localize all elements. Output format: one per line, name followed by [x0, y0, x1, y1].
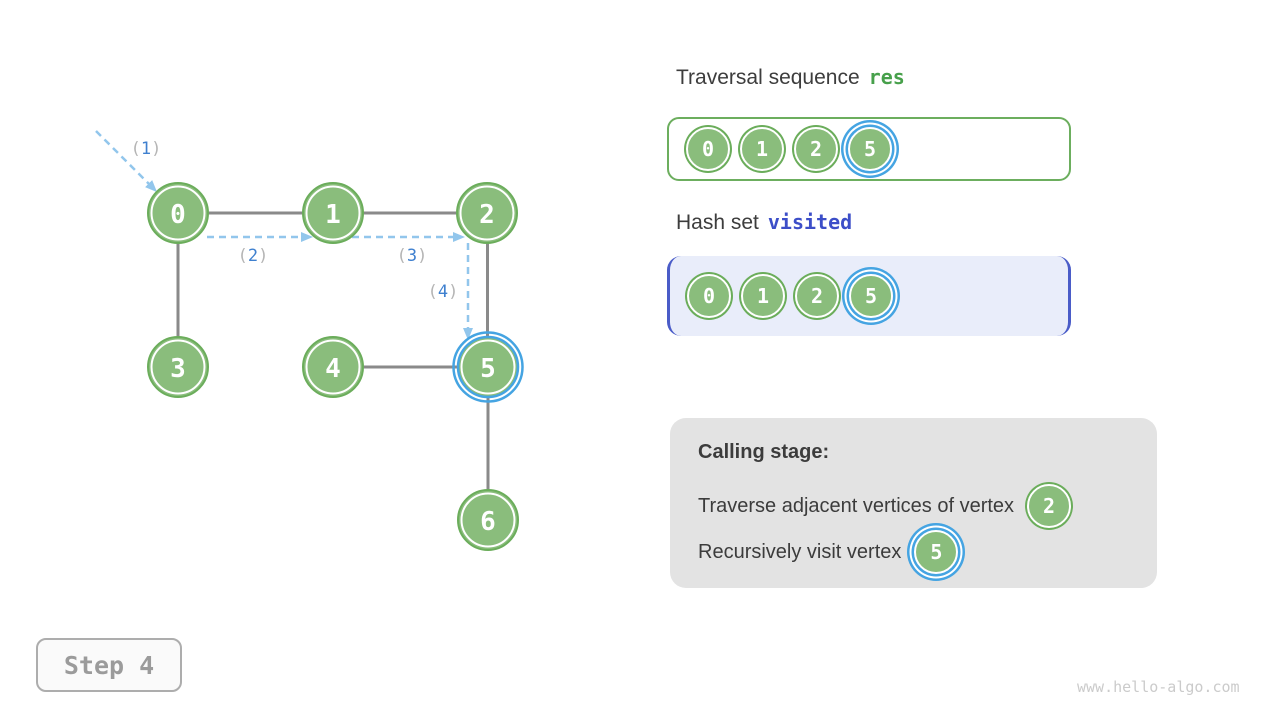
arrow-label-3: (3)	[397, 246, 428, 266]
sequence-node-0: 0	[686, 127, 730, 171]
traversal-sequence-box: 0 1 2 5	[667, 117, 1071, 181]
step-badge-label: Step 4	[63, 650, 155, 680]
graph: (1) (2) (3) (4) 0 1 2	[95, 130, 524, 551]
sequence-node-0-label: 0	[701, 137, 715, 161]
visited-code-label: visited	[767, 210, 853, 234]
calling-stage-line-1: Traverse adjacent vertices of vertex 2	[698, 483, 1129, 529]
calling-stage-heading: Calling stage:	[698, 441, 830, 463]
hash-set-title-text: Hash set	[676, 211, 759, 234]
visited-node-1: 1	[741, 274, 785, 318]
graph-node-5-label: 5	[480, 354, 496, 384]
traversal-sequence-title: Traversal sequence res	[676, 65, 905, 90]
graph-node-1-label: 1	[325, 200, 341, 230]
calling-stage-line-2: Recursively visit vertex 5	[698, 529, 1129, 575]
calling-stage-vertex-2-label: 2	[1043, 494, 1056, 518]
traversal-arrows	[95, 130, 473, 340]
res-code-label: res	[868, 65, 905, 89]
graph-node-1: 1	[302, 182, 364, 244]
visited-set-box: 0 1 2 5	[667, 256, 1071, 336]
calling-stage-line-2-text: Recursively visit vertex	[698, 540, 902, 563]
graph-node-2-label: 2	[479, 200, 495, 230]
graph-node-0-label: 0	[170, 200, 186, 230]
graph-node-3-label: 3	[170, 354, 186, 384]
traversal-sequence-title-text: Traversal sequence	[676, 66, 860, 89]
watermark: www.hello-algo.com	[1077, 678, 1240, 696]
sequence-node-5-label: 5	[863, 137, 877, 161]
arrow-step-labels: (1) (2) (3) (4)	[131, 139, 459, 302]
visited-node-5-label: 5	[864, 284, 878, 308]
traversal-sequence-items: 0 1 2 5	[669, 119, 1069, 179]
step-badge: Step 4	[36, 638, 182, 692]
calling-stage-vertex-5-highlighted: 5	[914, 530, 959, 574]
graph-node-4-label: 4	[325, 354, 341, 384]
calling-stage-line-1-text: Traverse adjacent vertices of vertex	[698, 494, 1015, 517]
hash-set-title: Hash set visited	[676, 210, 852, 235]
sequence-node-1: 1	[740, 127, 784, 171]
graph-node-0: 0	[147, 182, 209, 244]
visited-node-5-highlighted: 5	[849, 274, 893, 318]
sequence-node-1-label: 1	[755, 137, 769, 161]
calling-stage-box: Calling stage: Traverse adjacent vertice…	[670, 418, 1157, 588]
graph-node-2: 2	[456, 182, 518, 244]
sequence-node-2-label: 2	[809, 137, 823, 161]
visited-node-2: 2	[795, 274, 839, 318]
graph-node-5-highlighted: 5	[452, 331, 524, 403]
graph-node-6-label: 6	[480, 507, 496, 537]
sequence-node-2: 2	[794, 127, 838, 171]
calling-stage-vertex-5-label: 5	[930, 540, 943, 564]
visited-set-items: 0 1 2 5	[670, 256, 1068, 336]
graph-node-3: 3	[147, 336, 209, 398]
arrow-enter-0	[95, 130, 158, 193]
arrow-label-4: (4)	[428, 282, 459, 302]
graph-node-4: 4	[302, 336, 364, 398]
visited-node-2-label: 2	[810, 284, 824, 308]
graph-node-6: 6	[457, 489, 519, 551]
visited-node-0: 0	[687, 274, 731, 318]
calling-stage-vertex-2: 2	[1027, 484, 1072, 528]
visited-node-1-label: 1	[756, 284, 770, 308]
sequence-node-5-highlighted: 5	[848, 127, 892, 171]
arrow-label-1: (1)	[131, 139, 162, 159]
arrow-label-2: (2)	[238, 246, 269, 266]
graph-nodes: 0 1 2 3 4	[147, 182, 524, 551]
visited-node-0-label: 0	[702, 284, 716, 308]
